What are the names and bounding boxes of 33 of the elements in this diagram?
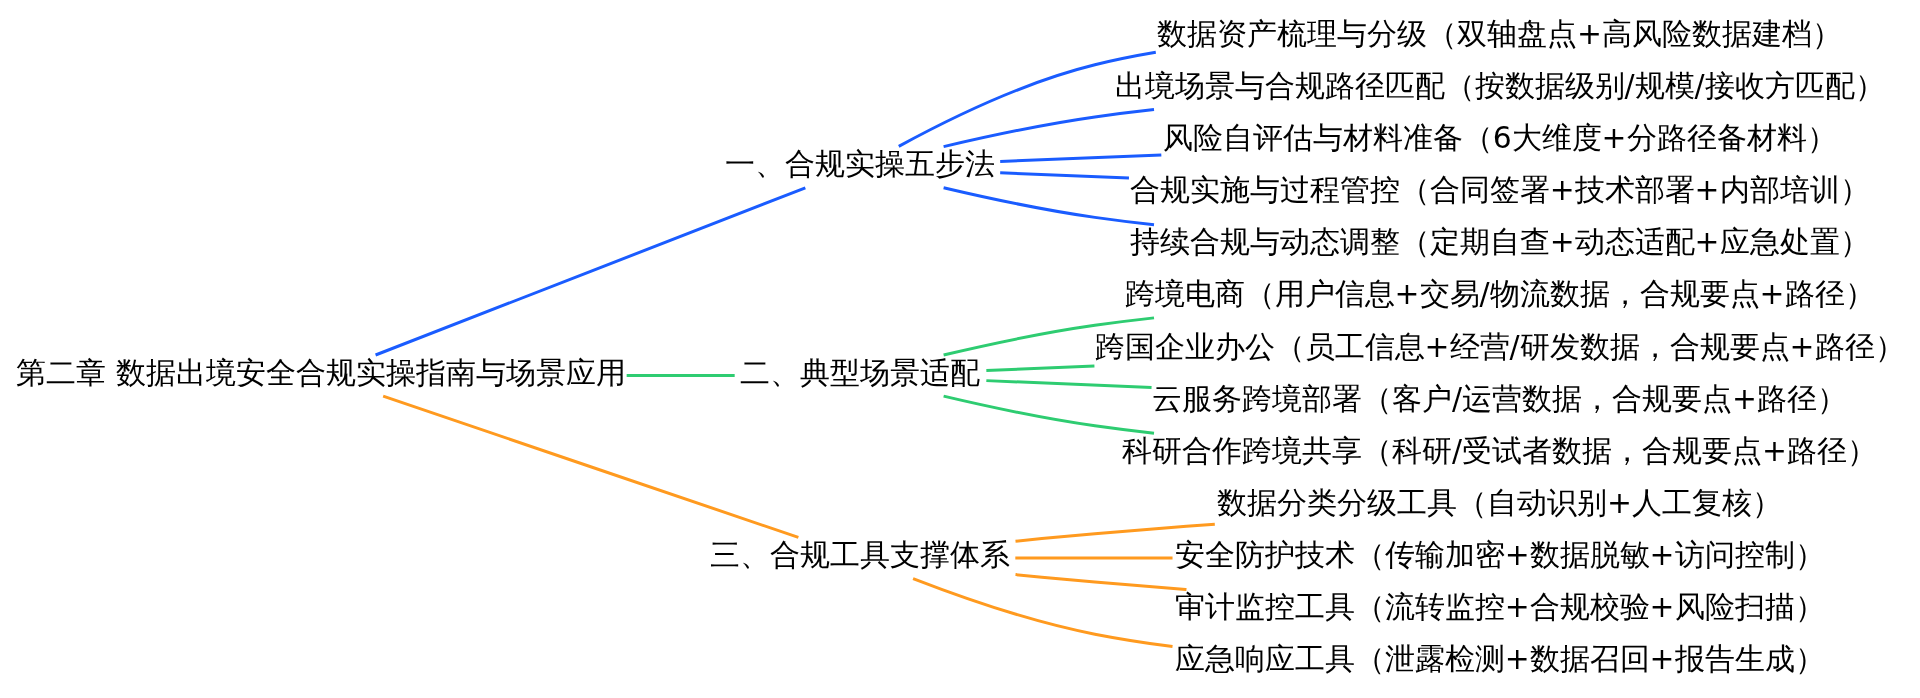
connector: [626, 373, 735, 377]
connector: [1015, 572, 1187, 591]
connector: [943, 107, 1155, 148]
connector: [986, 364, 1095, 372]
connector: [986, 378, 1152, 389]
node-text: 风险自评估与材料准备（6大维度+分路径备材料）: [1162, 119, 1837, 155]
node-text: 跨国企业办公（员工信息+经营/研发数据，合规要点+路径）: [1094, 328, 1905, 364]
node-text: 一、合规实操五步法: [725, 145, 996, 181]
node-text: 出境场景与合规路径匹配（按数据级别/规模/接收方匹配）: [1114, 67, 1885, 103]
node-text: 三、合规工具支撑体系: [710, 536, 1011, 572]
connector: [1000, 170, 1130, 180]
connector: [382, 394, 799, 539]
node-text: 审计监控工具（流转监控+合规校验+风险扫描）: [1174, 588, 1825, 624]
connector: [1015, 522, 1215, 543]
connector: [1000, 152, 1162, 163]
node-text: 数据分类分级工具（自动识别+人工复核）: [1217, 484, 1783, 520]
connector: [375, 185, 806, 356]
node-text: 第二章 数据出境安全合规实操指南与场景应用: [16, 354, 626, 390]
node-text: 持续合规与动态调整（定期自查+动态适配+应急处置）: [1129, 223, 1870, 259]
connector: [943, 315, 1155, 356]
node-text: 二、典型场景适配: [740, 354, 981, 390]
connector: [1015, 555, 1173, 559]
connector: [943, 394, 1155, 435]
node-text: 合规实施与过程管控（合同签署+技术部署+内部培训）: [1129, 171, 1870, 207]
connector: [912, 576, 1173, 648]
node-text: 应急响应工具（泄露检测+数据召回+报告生成）: [1174, 640, 1825, 676]
node-text: 科研合作跨境共享（科研/受试者数据，合规要点+路径）: [1122, 432, 1878, 468]
node-text: 跨境电商（用户信息+交易/物流数据，合规要点+路径）: [1124, 275, 1875, 311]
node-text: 安全防护技术（传输加密+数据脱敏+访问控制）: [1174, 536, 1825, 572]
connector: [943, 185, 1155, 226]
connector: [898, 50, 1157, 148]
node-text: 云服务跨境部署（客户/运营数据，合规要点+路径）: [1152, 380, 1848, 416]
node-text: 数据资产梳理与分级（双轴盘点+高风险数据建档）: [1157, 15, 1843, 51]
